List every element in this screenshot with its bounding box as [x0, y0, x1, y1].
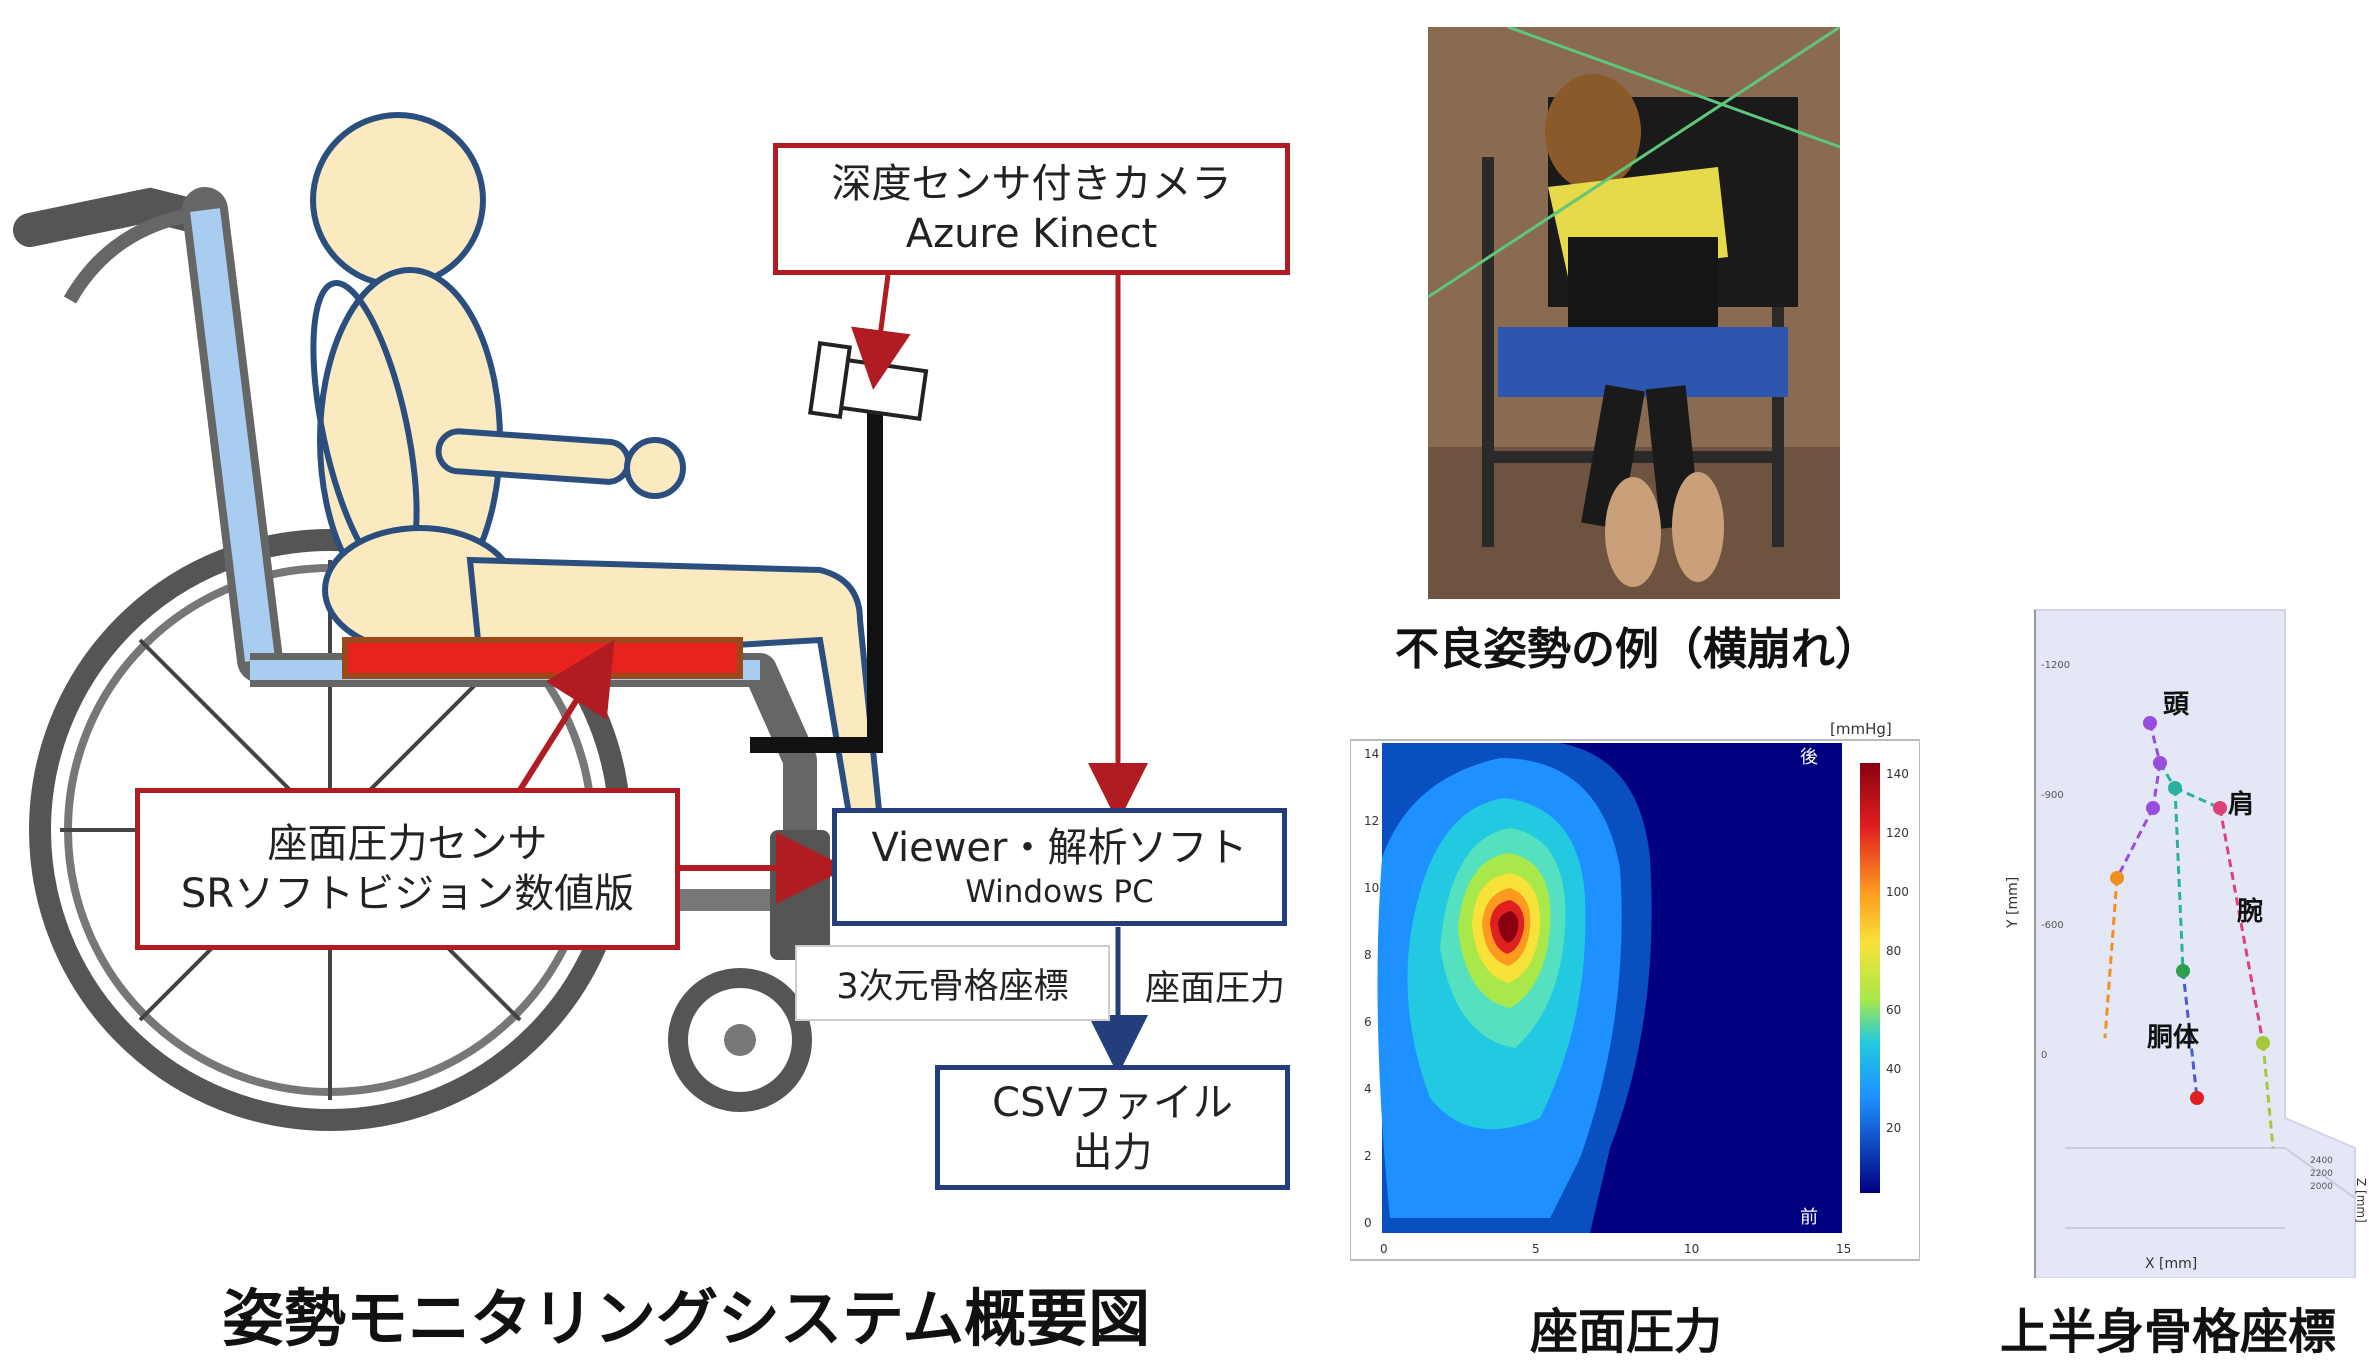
heatmap-unit-label: [mmHg] — [1830, 720, 1892, 738]
colorbar-tick-label: 100 — [1886, 885, 1909, 899]
skeleton-axis-y: Y [mm] — [2005, 877, 2021, 929]
heatmap-colorbar — [1860, 763, 1880, 1193]
heatmap-caption: 座面圧力 — [1530, 1304, 1723, 1360]
heatmap-y-tick-label: 6 — [1364, 1015, 1372, 1029]
heatmap-corner-bottom: 前 — [1800, 1207, 1818, 1228]
csv-output-subtitle: 出力 — [1072, 1129, 1153, 1176]
posture-example-photo — [1428, 27, 1840, 599]
photo-caption: 不良姿勢の例（横崩れ） — [1395, 624, 1879, 675]
skeleton-axis-z: Z [mm] — [2354, 1178, 2368, 1223]
heatmap-x-tick-label: 5 — [1532, 1242, 1540, 1256]
viewer-software-platform: Windows PC — [965, 873, 1154, 910]
skeleton-label-arm: 腕 — [2236, 896, 2263, 927]
skeleton-label-head: 頭 — [2163, 690, 2190, 720]
colorbar-tick-label: 60 — [1886, 1003, 1901, 1017]
heatmap-y-tick-label: 0 — [1364, 1216, 1372, 1230]
heatmap-plot-area — [1377, 743, 1842, 1233]
skeleton-y-tick-label: -900 — [2041, 790, 2064, 801]
skeleton-y-tick-label: -600 — [2041, 920, 2064, 931]
flow-arrows — [517, 274, 1148, 1075]
colorbar-tick-label: 40 — [1886, 1062, 1901, 1076]
viewer-software-title: Viewer・解析ソフト — [871, 824, 1248, 871]
pressure-sensor-title: 座面圧力センサ — [267, 821, 548, 867]
system-diagram-graphic — [13, 112, 1148, 1131]
colorbar-tick-label: 20 — [1886, 1121, 1901, 1135]
colorbar-tick-label: 120 — [1886, 826, 1909, 840]
heatmap-x-tick-label: 0 — [1380, 1242, 1388, 1256]
skeleton-z-tick-label: 2000 — [2310, 1182, 2333, 1192]
skeleton-y-tick-label: 0 — [2041, 1050, 2047, 1061]
seat-pressure-label: 座面圧力 — [1130, 955, 1300, 1015]
seat-pressure-pad — [342, 637, 743, 679]
skeleton-label-torso: 胴体 — [2146, 1023, 2200, 1053]
skeleton-z-tick-label: 2200 — [2310, 1169, 2333, 1179]
viewer-software-box: Viewer・解析ソフト Windows PC — [832, 808, 1287, 926]
skeleton-links — [2103, 722, 2275, 1149]
heatmap-y-tick-label: 14 — [1364, 747, 1379, 761]
system-diagram-caption: 姿勢モニタリングシステム概要図 — [222, 1282, 1151, 1355]
csv-output-box: CSVファイル 出力 — [935, 1065, 1290, 1190]
camera-box: 深度センサ付きカメラ Azure Kinect — [773, 143, 1290, 275]
camera-box-model: Azure Kinect — [905, 211, 1158, 257]
heatmap-x-tick-label: 15 — [1836, 1242, 1851, 1256]
skeleton-3d-plot: 頭 肩 腕 胴体 Y [mm] X [mm] Z [mm] -1200 -900 -… — [2005, 588, 2369, 1278]
skeleton-caption: 上半身骨格座標 — [2000, 1304, 2337, 1360]
csv-output-title: CSVファイル — [992, 1079, 1233, 1126]
heatmap-corner-top: 後 — [1800, 747, 1818, 768]
heatmap-x-tick-label: 10 — [1684, 1242, 1699, 1256]
skeleton-axis-x: X [mm] — [2145, 1256, 2197, 1272]
heatmap-y-tick-label: 4 — [1364, 1082, 1372, 1096]
heatmap-y-tick-label: 8 — [1364, 948, 1372, 962]
camera-box-title: 深度センサ付きカメラ — [831, 161, 1232, 207]
skeleton-y-tick-label: -1200 — [2041, 660, 2070, 671]
heatmap-y-tick-label: 2 — [1364, 1149, 1372, 1163]
pressure-sensor-box: 座面圧力センサ SRソフトビジョン数値版 — [135, 788, 680, 950]
colorbar-tick-label: 140 — [1886, 767, 1909, 781]
skeleton-joints — [2110, 716, 2270, 1105]
person-illustration — [310, 112, 884, 823]
skeleton-z-tick-label: 2400 — [2310, 1156, 2333, 1166]
colorbar-tick-label: 80 — [1886, 944, 1901, 958]
skeleton-coordinates-label: 3次元骨格座標 — [795, 945, 1110, 1021]
skeleton-label-shoulder: 肩 — [2228, 789, 2254, 820]
heatmap-y-tick-label: 10 — [1364, 881, 1379, 895]
heatmap-y-tick-label: 12 — [1364, 814, 1379, 828]
pressure-sensor-product: SRソフトビジョン数値版 — [180, 871, 635, 917]
